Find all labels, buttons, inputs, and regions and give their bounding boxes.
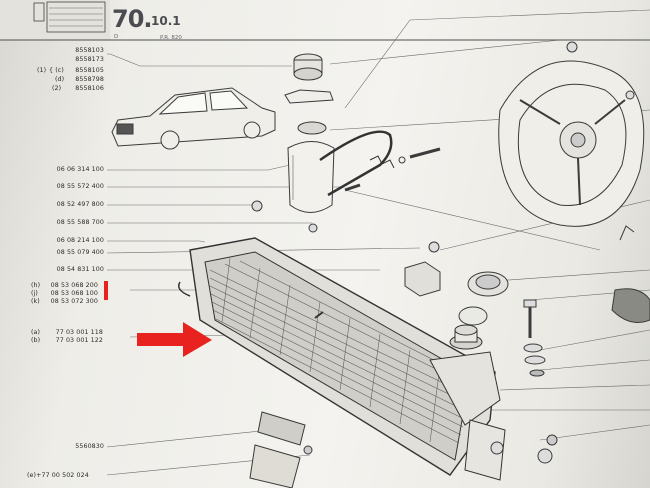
small-parts (249, 241, 650, 488)
header-sub-right: P.R. 820 (160, 35, 182, 41)
ref-8558105: 8558105 (75, 67, 104, 74)
part-ref: 06 08 214 100 (56, 237, 104, 244)
part-ref: 06 06 314 100 (56, 166, 104, 173)
part-ref: 08 55 572 400 (56, 183, 104, 190)
ref-8558103: 8558103 (75, 47, 104, 54)
part-ref: 08 52 497 800 (56, 201, 104, 208)
ref-label-c: { (c) (49, 67, 64, 74)
part-ref: 08 54 831 100 (56, 266, 104, 273)
highlight-arrow (137, 322, 212, 357)
lower-ref: 5560830 (75, 443, 104, 450)
radiator-thumb-icon (46, 1, 106, 33)
header-rule (0, 0, 650, 41)
header-sub-left: D (114, 34, 119, 40)
expansion-bottle (251, 53, 441, 233)
highlight-bar (104, 281, 108, 300)
ref-label-d: (d) (55, 76, 65, 83)
bolt-ref-label: (b) (31, 337, 41, 344)
page-number: 70. (112, 5, 153, 33)
ref-8558106: 8558106 (75, 85, 104, 92)
ref-8558173: 8558173 (75, 56, 104, 63)
group-ref-label: (k) (31, 298, 40, 305)
bolt-ref-number: 77 03 001 118 (55, 329, 103, 336)
page-header: 70. 10.1 D P.R. 820 (0, 0, 650, 44)
bolt-ref-label: (a) (31, 329, 41, 336)
footer-ref: (e)+77 00 502 024 (27, 472, 89, 479)
part-ref: 08 55 588 700 (56, 219, 104, 226)
group-ref-label: (h) (31, 282, 41, 289)
ref-8558798: 8558798 (75, 76, 104, 83)
part-ref: 08 55 079 400 (56, 249, 104, 256)
radiator (178, 237, 506, 481)
section-number: 10.1 (151, 14, 181, 28)
group-ref-number: 08 53 068 200 (50, 282, 98, 289)
group-ref-label: (j) (31, 290, 38, 297)
bottle-thumb-icon (33, 2, 45, 22)
car-illustration (111, 87, 276, 150)
ref-label-2: (2) (52, 85, 62, 92)
ref-label-1: (1) (37, 67, 47, 74)
group-ref-number: 08 53 072 300 (50, 298, 98, 305)
bolt-ref-number: 77 03 001 122 (55, 337, 103, 344)
fan-cowl (498, 41, 645, 241)
group-ref-number: 08 53 068 100 (50, 290, 98, 297)
